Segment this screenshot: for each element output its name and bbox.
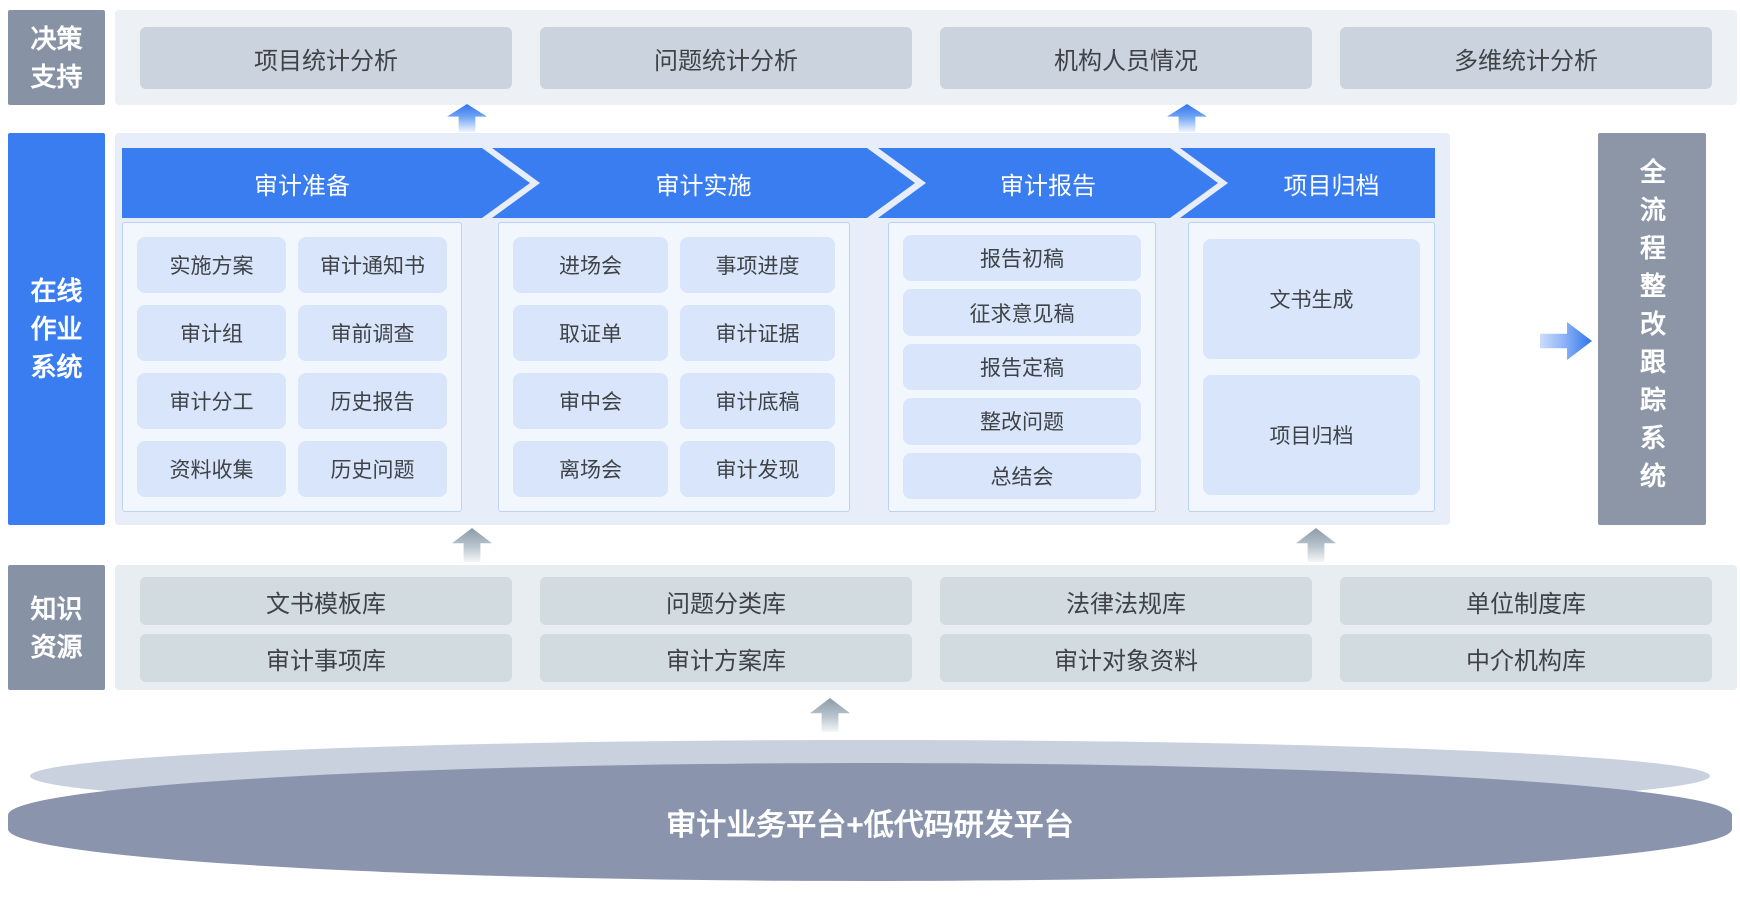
decision-support-label-text: 决策支持 bbox=[30, 23, 83, 92]
stage-container-report: 报告初稿 征求意见稿 报告定稿 整改问题 总结会 bbox=[888, 222, 1156, 512]
stage-item: 审前调查 bbox=[298, 305, 447, 361]
right-arrow-icon bbox=[1540, 322, 1592, 360]
knowledge-item: 文书模板库 bbox=[140, 577, 512, 625]
stage-item: 实施方案 bbox=[137, 237, 286, 293]
up-arrow-icon bbox=[452, 528, 492, 562]
stage-container-preparation: 实施方案 审计通知书 审计组 审前调查 审计分工 历史报告 资料收集 历史问题 bbox=[122, 222, 462, 512]
stage-item: 审计发现 bbox=[680, 441, 835, 497]
knowledge-item: 单位制度库 bbox=[1340, 577, 1712, 625]
knowledge-label-text: 知识资源 bbox=[30, 593, 83, 662]
knowledge-item: 法律法规库 bbox=[940, 577, 1312, 625]
decision-item: 问题统计分析 bbox=[540, 27, 912, 89]
stage-item: 审计证据 bbox=[680, 305, 835, 361]
decision-item: 机构人员情况 bbox=[940, 27, 1312, 89]
stage-container-implementation: 进场会 事项进度 取证单 审计证据 审中会 审计底稿 离场会 审计发现 bbox=[498, 222, 850, 512]
knowledge-item: 中介机构库 bbox=[1340, 634, 1712, 682]
knowledge-item: 审计对象资料 bbox=[940, 634, 1312, 682]
online-system-label: 在线作业系统 bbox=[8, 133, 105, 525]
knowledge-item: 审计事项库 bbox=[140, 634, 512, 682]
stage-item: 审计通知书 bbox=[298, 237, 447, 293]
stage-item: 审计分工 bbox=[137, 373, 286, 429]
up-arrow-icon bbox=[1296, 528, 1336, 562]
stage-item: 审中会 bbox=[513, 373, 668, 429]
stage-item-list: 文书生成 项目归档 bbox=[1189, 223, 1434, 511]
stage-item-grid: 进场会 事项进度 取证单 审计证据 审中会 审计底稿 离场会 审计发现 bbox=[499, 223, 849, 511]
up-arrow-icon bbox=[447, 104, 487, 132]
stage-item: 整改问题 bbox=[903, 398, 1141, 445]
stage-item: 离场会 bbox=[513, 441, 668, 497]
stage-item: 项目归档 bbox=[1203, 375, 1420, 495]
stage-item: 审计底稿 bbox=[680, 373, 835, 429]
stage-item: 文书生成 bbox=[1203, 239, 1420, 359]
stage-item: 审计组 bbox=[137, 305, 286, 361]
decision-item: 多维统计分析 bbox=[1340, 27, 1712, 89]
knowledge-item: 问题分类库 bbox=[540, 577, 912, 625]
stage-item: 进场会 bbox=[513, 237, 668, 293]
knowledge-label: 知识资源 bbox=[8, 565, 105, 690]
stage-item-list: 报告初稿 征求意见稿 报告定稿 整改问题 总结会 bbox=[889, 223, 1155, 511]
stage-container-archive: 文书生成 项目归档 bbox=[1188, 222, 1435, 512]
platform-label: 审计业务平台+低代码研发平台 bbox=[666, 809, 1074, 842]
stage-item: 征求意见稿 bbox=[903, 289, 1141, 336]
stage-header: 审计准备 bbox=[122, 148, 530, 218]
stage-item: 报告初稿 bbox=[903, 235, 1141, 282]
up-arrow-icon bbox=[810, 698, 850, 732]
stage-item: 取证单 bbox=[513, 305, 668, 361]
online-system-label-text: 在线作业系统 bbox=[30, 276, 83, 382]
tracking-system-label: 全流程整改跟踪系统 bbox=[1636, 158, 1667, 500]
stage-item: 报告定稿 bbox=[903, 343, 1141, 391]
stage-item: 资料收集 bbox=[137, 441, 286, 497]
stage-item-grid: 实施方案 审计通知书 审计组 审前调查 审计分工 历史报告 资料收集 历史问题 bbox=[123, 223, 461, 511]
stage-item: 历史报告 bbox=[298, 373, 447, 429]
stage-item: 总结会 bbox=[903, 452, 1141, 499]
decision-support-label: 决策支持 bbox=[8, 10, 105, 105]
knowledge-item: 审计方案库 bbox=[540, 634, 912, 682]
stage-header: 审计实施 bbox=[492, 148, 915, 218]
decision-item: 项目统计分析 bbox=[140, 27, 512, 89]
platform-base: 审计业务平台+低代码研发平台 bbox=[8, 763, 1732, 881]
tracking-system-bar: 全流程整改跟踪系统 bbox=[1598, 133, 1706, 525]
stage-header: 审计报告 bbox=[878, 148, 1218, 218]
up-arrow-icon bbox=[1167, 104, 1207, 132]
stage-item: 历史问题 bbox=[298, 441, 447, 497]
stage-item: 事项进度 bbox=[680, 237, 835, 293]
